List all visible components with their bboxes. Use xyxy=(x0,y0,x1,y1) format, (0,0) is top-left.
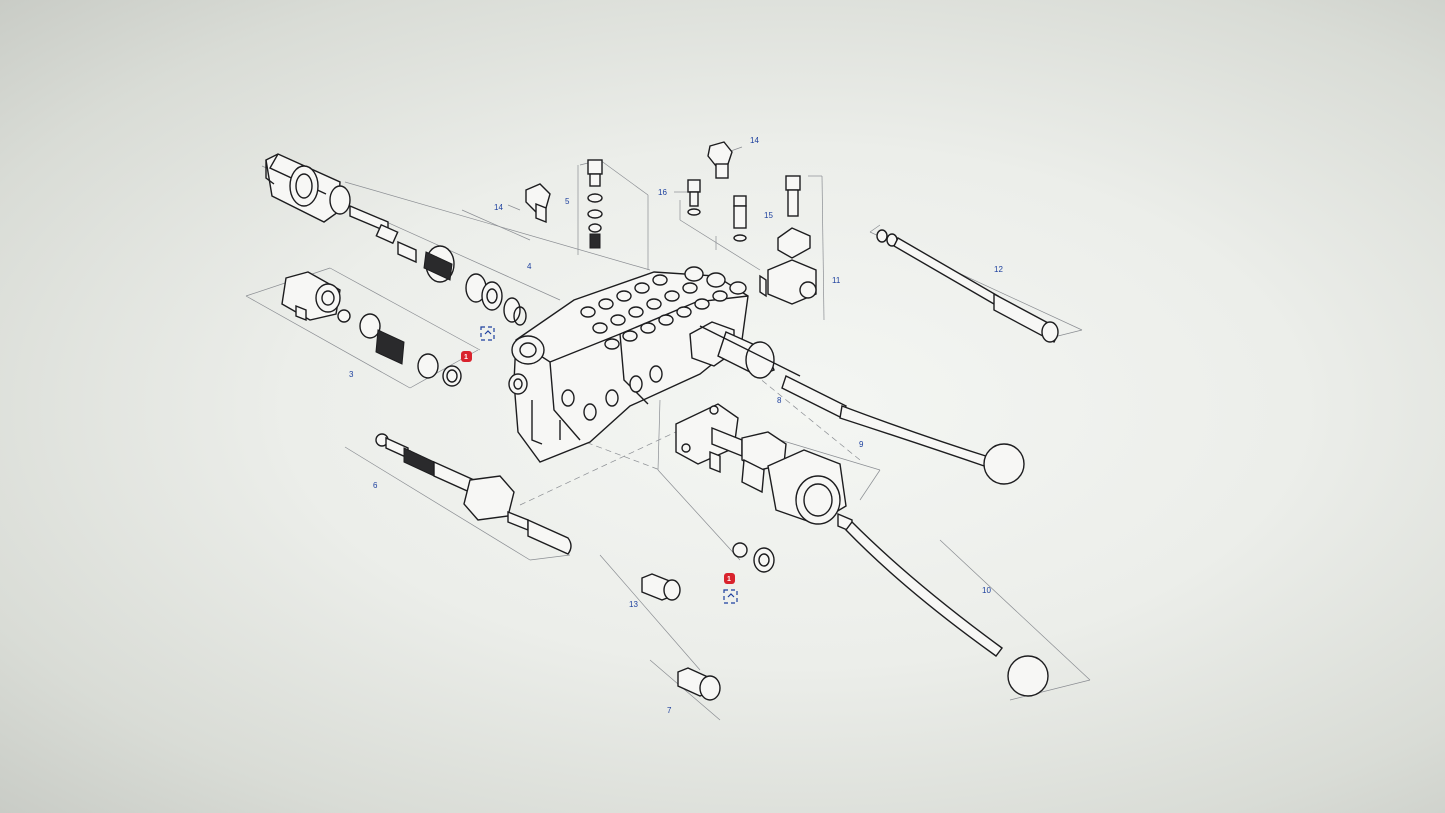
badge-upper-count: 1 xyxy=(464,354,468,361)
part-spool-cylinder xyxy=(265,153,527,326)
part-small-fittings xyxy=(641,542,775,701)
badge-upper[interactable]: 1 xyxy=(461,351,472,362)
part-relief-assembly xyxy=(281,271,462,387)
badge-lower-count: 1 xyxy=(727,576,731,583)
callout-4[interactable]: 4 xyxy=(527,262,532,271)
expand-icon[interactable] xyxy=(723,589,738,604)
guide-lines xyxy=(245,146,1091,721)
callout-15[interactable]: 15 xyxy=(764,211,773,220)
callout-3[interactable]: 3 xyxy=(349,370,354,379)
callout-8[interactable]: 8 xyxy=(777,396,782,405)
badge-lower[interactable]: 1 xyxy=(724,573,735,584)
callout-14-left[interactable]: 14 xyxy=(494,203,503,212)
callout-5[interactable]: 5 xyxy=(565,197,570,206)
callout-10[interactable]: 10 xyxy=(982,586,991,595)
part-top-fittings xyxy=(525,141,817,305)
callout-13[interactable]: 13 xyxy=(629,600,638,609)
callout-7[interactable]: 7 xyxy=(667,706,672,715)
part-lever-housing xyxy=(767,449,1049,697)
part-lever-rod xyxy=(876,229,1059,343)
part-cover-plate xyxy=(675,403,787,494)
part-spool-lower xyxy=(375,433,572,555)
callout-12[interactable]: 12 xyxy=(994,265,1003,274)
callout-14-top[interactable]: 14 xyxy=(750,136,759,145)
expand-icon[interactable] xyxy=(480,326,495,341)
callout-6[interactable]: 6 xyxy=(373,481,378,490)
callout-9[interactable]: 9 xyxy=(859,440,864,449)
callout-11[interactable]: 11 xyxy=(832,276,841,285)
callouts: 14 14 5 16 15 4 11 12 3 8 9 6 10 13 7 xyxy=(349,136,1003,715)
part-valve-body xyxy=(508,266,749,463)
callout-16[interactable]: 16 xyxy=(658,188,667,197)
part-lever-upper xyxy=(689,321,1025,485)
